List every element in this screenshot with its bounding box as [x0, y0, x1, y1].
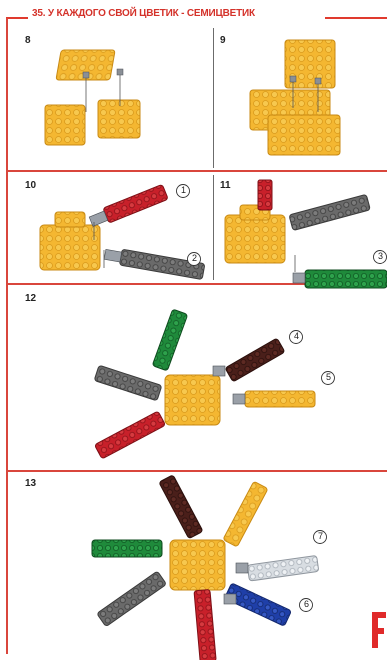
step-9-illustration	[250, 40, 340, 155]
callout-5-label: 5	[325, 372, 332, 382]
step-10-illustration	[40, 184, 205, 279]
callout-3-label: 3	[377, 251, 384, 261]
callout-2-label: 2	[191, 253, 198, 263]
callout-4-label: 4	[293, 331, 300, 341]
step-8-illustration	[45, 50, 140, 145]
step-12-illustration	[94, 309, 315, 459]
step-13-illustration	[92, 475, 319, 660]
callout-6-label: 6	[303, 599, 310, 609]
step-11-illustration	[225, 180, 387, 288]
callout-7-label: 7	[317, 531, 324, 541]
callout-1-label: 1	[180, 185, 187, 195]
brand-logo-icon	[372, 612, 386, 648]
